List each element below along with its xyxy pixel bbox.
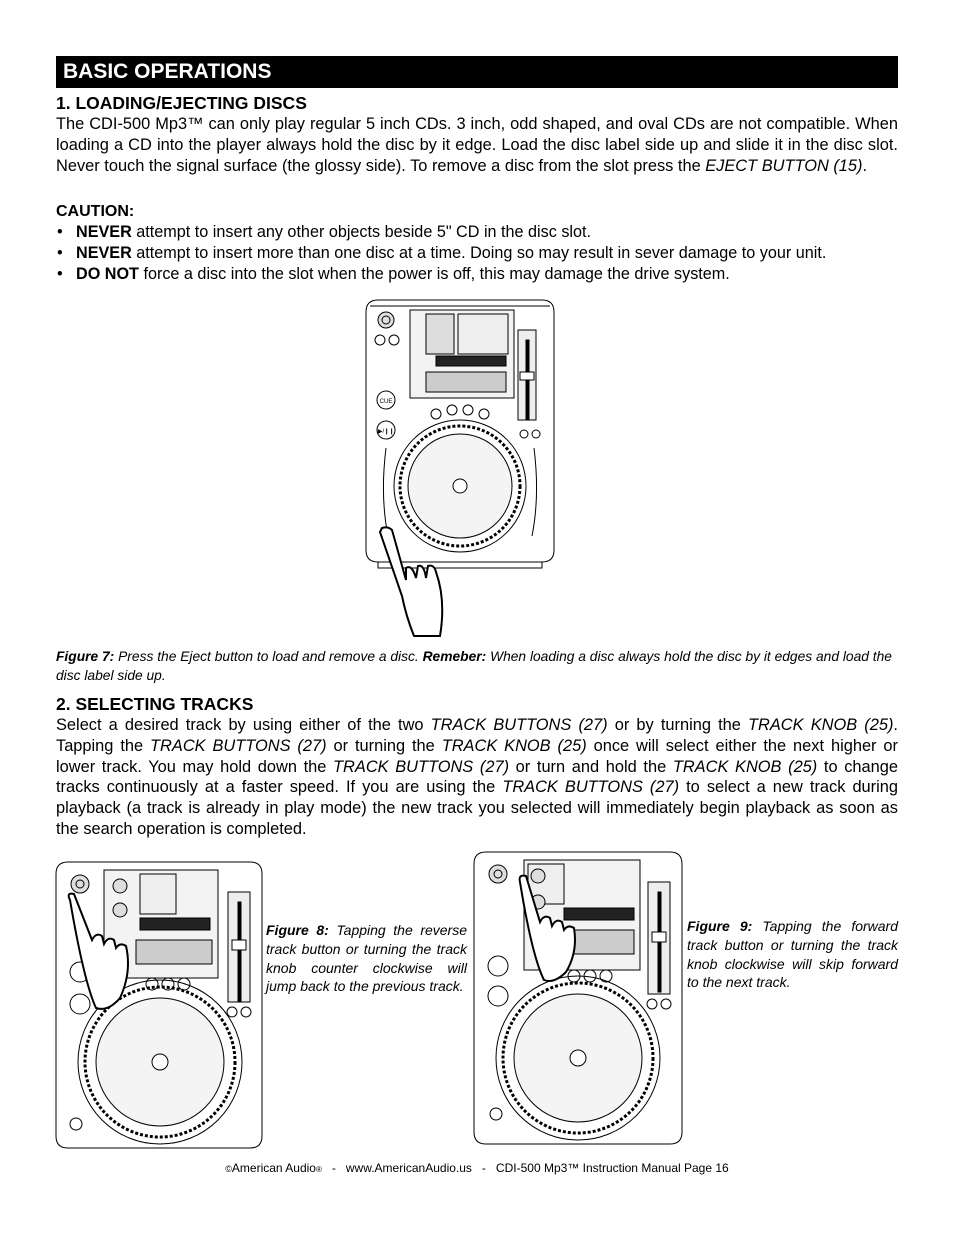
section-banner: BASIC OPERATIONS [56,56,898,88]
caution-keyword: NEVER [76,243,132,262]
figure8-cd-player-illustration [56,862,262,1148]
figure8-text: Tapping the reverse track button or turn… [266,922,467,995]
control-reference: TRACK KNOB (25) [672,757,818,776]
caution-label: CAUTION: [56,203,135,220]
selecting-text: to select a new track during playback (a… [56,778,899,838]
selecting-text: or turn and hold the [509,757,673,776]
figure8-caption: Figure 8: Tapping the reverse track butt… [266,921,467,996]
control-reference: TRACK BUTTONS (27) [150,736,327,755]
caution-text: attempt to insert more than one disc at … [131,243,827,262]
figure7-text: Press the Eject button to load and remov… [114,649,423,664]
figure9-text: Tapping the forward track button or turn… [687,918,898,991]
figure7-caption: Figure 7: Press the Eject button to load… [56,647,898,685]
cue-button-label: CUE [380,399,393,405]
footer-text: - www.AmericanAudio.us - CDI-500 Mp3™ In… [321,1161,729,1175]
loading-paragraph: The CDI-500 Mp3™ can only play regular 5… [56,114,898,176]
selecting-text: once will select either the next higher … [56,736,898,776]
figure9-label: Figure 9: [687,918,753,934]
caution-keyword: NEVER [76,223,132,241]
control-reference: TRACK BUTTONS (27) [430,716,608,734]
figure7-reminder-label: Remeber: [422,649,487,664]
figure9-cd-player-illustration [474,852,682,1144]
loading-text-end: . [862,156,868,175]
selecting-text: or by turning the [607,716,749,734]
copyright-symbol: © [225,1164,232,1174]
figure7-cd-player-illustration: CUE ▶/❙❙ [366,300,554,637]
footer-brand: American Audio [231,1161,316,1175]
caution-item: NEVER attempt to insert more than one di… [56,243,916,264]
hand-pointer-icon [378,526,444,637]
play-pause-button-label: ▶/❙❙ [378,428,394,435]
control-reference: TRACK KNOB (25) [441,736,587,755]
section-heading-selecting: 2. SELECTING TRACKS [56,694,254,714]
control-reference: TRACK BUTTONS (27) [333,757,510,776]
section-heading-loading: 1. LOADING/EJECTING DISCS [56,93,307,113]
caution-text: attempt to insert any other objects besi… [131,223,592,241]
caution-item: NEVER attempt to insert any other object… [56,222,916,243]
hand-pointer-icon [518,874,576,982]
selecting-text: or turning the [326,736,442,755]
caution-item: DO NOT force a disc into the slot when t… [56,264,916,285]
caution-keyword: DO NOT [76,264,139,283]
figure7-text-2: When loading a disc always hold the disc… [56,649,892,683]
figure9-caption: Figure 9: Tapping the forward track butt… [687,917,898,992]
control-reference: TRACK KNOB (25) [748,716,894,734]
loading-text: The CDI-500 Mp3™ can only play regular 5… [56,115,898,175]
figure8-label: Figure 8: [266,922,329,938]
registered-symbol: ® [315,1165,322,1174]
page-title: BASIC OPERATIONS [63,60,272,83]
caution-list: NEVER attempt to insert any other object… [56,222,916,284]
figure7-label: Figure 7: [56,649,115,664]
selecting-paragraph: Select a desired track by using either o… [56,715,898,840]
selecting-text: to change tracks continuously at a faste… [56,757,898,797]
selecting-text: . Tapping the [56,716,898,755]
hand-pointer-icon [67,892,129,1010]
page-footer: ©American Audio® - www.AmericanAudio.us … [0,1161,954,1175]
caution-text: force a disc into the slot when the powe… [138,264,730,283]
control-reference: TRACK BUTTONS (27) [502,778,680,797]
eject-button-ref: EJECT BUTTON (15) [705,156,863,175]
selecting-text: Select a desired track by using either o… [56,716,431,734]
